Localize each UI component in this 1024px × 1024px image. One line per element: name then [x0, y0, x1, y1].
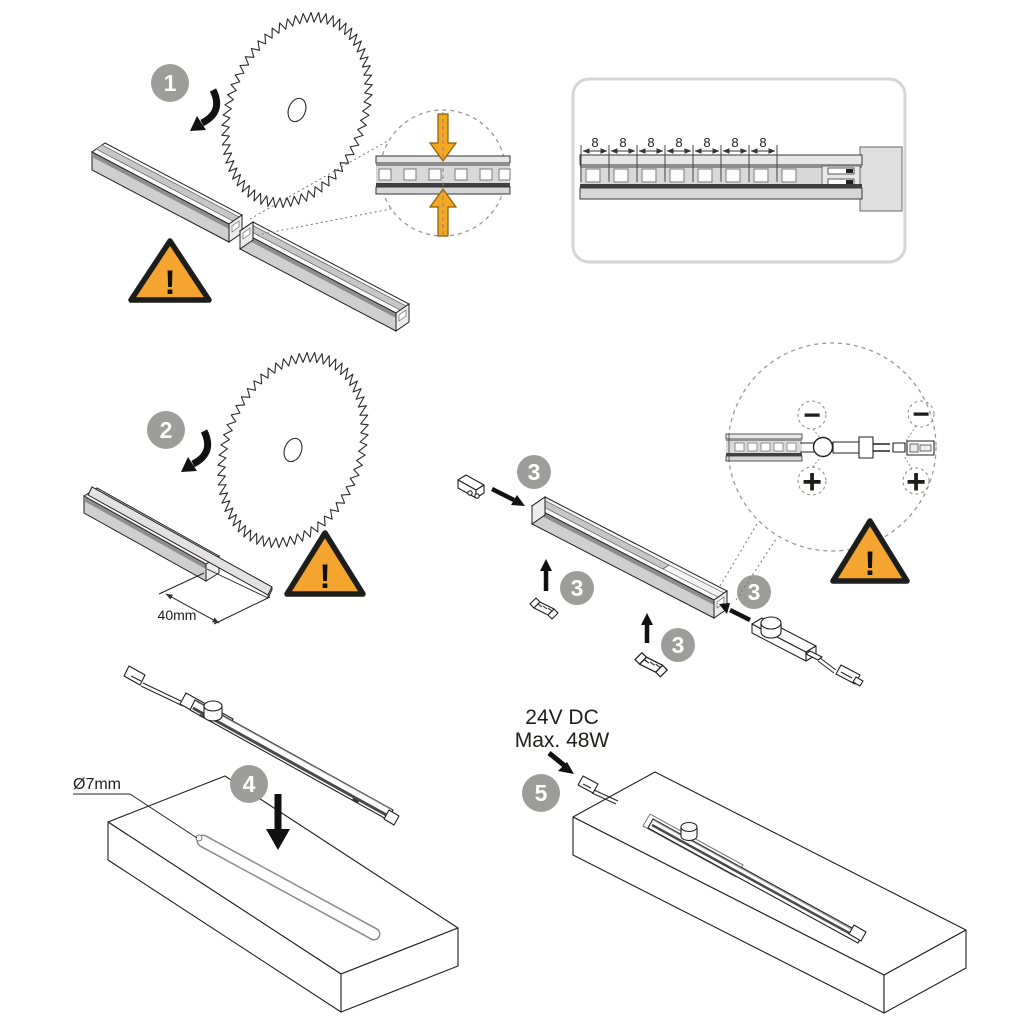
cut-length-label: 40mm — [158, 607, 197, 623]
polarity-minus-label: − — [912, 398, 930, 431]
cut-mark-arrow-down-icon — [428, 113, 458, 163]
pitch-label: 8 — [647, 135, 654, 150]
clip-arrow-icon — [540, 559, 552, 591]
step-4-insert-into-groove: Ø7mm 4 — [73, 665, 459, 1013]
recess-pocket — [642, 813, 744, 878]
polarity-marks: − + − + — [797, 398, 935, 501]
step-5-badge: 5 — [522, 774, 560, 812]
profile-with-diffuser — [83, 486, 273, 599]
step-5-number: 5 — [535, 780, 548, 806]
insert-arrow-icon — [490, 486, 525, 506]
step-3-assembly: 3 3 3 3 — [457, 455, 864, 687]
step-2-badge: 2 — [147, 411, 185, 449]
profile-bar — [531, 496, 728, 619]
power-plug — [577, 775, 619, 805]
detail-leader-line — [251, 207, 397, 237]
pitch-label: 8 — [703, 135, 710, 150]
worktop-panel — [107, 775, 459, 1013]
driver-arrow-icon — [719, 603, 752, 623]
step-3-badge: 3 — [517, 455, 551, 489]
step-2-cut-to-length: 2 40mm ! — [83, 329, 396, 625]
warning-exclamation: ! — [319, 558, 330, 596]
cable-plug — [577, 775, 599, 794]
warning-triangle-icon: ! — [284, 530, 366, 597]
connect-arrow-icon — [547, 751, 574, 774]
saw-blade-icon — [190, 329, 396, 571]
drill-start-hole — [195, 834, 203, 842]
step-1-badge: 1 — [151, 64, 189, 102]
pitch-label: 8 — [759, 135, 766, 150]
power-wattage-label: Max. 48W — [515, 729, 610, 752]
step-2-number: 2 — [160, 417, 173, 443]
led-chips — [378, 168, 511, 181]
warning-exclamation: ! — [164, 264, 175, 302]
step-3-number: 3 — [528, 459, 541, 485]
step-3-badge: 3 — [661, 628, 695, 662]
end-cap-part — [457, 474, 485, 499]
pitch-dimension-ticks — [580, 145, 778, 182]
step-3-number: 3 — [571, 575, 584, 601]
strip-connector-contacts — [821, 165, 861, 187]
step-1-number: 1 — [164, 70, 177, 96]
detail-leader-line — [719, 523, 758, 587]
worktop-panel-installed — [572, 771, 967, 1014]
step-3-badge: 3 — [737, 575, 771, 609]
step-5-connect-power: 24V DC Max. 48W 5 — [515, 706, 967, 1014]
clip-arrow-icon — [641, 613, 653, 643]
routed-groove — [198, 836, 379, 939]
saw-blade-icon — [194, 0, 400, 231]
pitch-label: 8 — [731, 135, 738, 150]
rotate-arrow-icon — [190, 90, 217, 131]
pitch-label: 8 — [675, 135, 682, 150]
pitch-label: 8 — [591, 135, 598, 150]
polarity-detail-circle: − + − + ! — [725, 342, 937, 584]
hole-diameter-dimension: Ø7mm — [73, 776, 198, 839]
hole-diameter-label: Ø7mm — [73, 776, 121, 793]
step-4-number: 4 — [243, 771, 256, 797]
dimmer-button-and-plug — [800, 436, 935, 459]
step-3-number: 3 — [748, 579, 761, 605]
detail-leader-line — [249, 138, 392, 220]
mounting-clip — [529, 597, 559, 620]
dimmer-button — [203, 700, 223, 712]
cut-detail-circle — [375, 109, 511, 237]
rotate-arrow-icon — [181, 431, 208, 472]
insert-down-arrow-icon — [266, 794, 290, 850]
warning-triangle-icon: ! — [830, 518, 910, 584]
warning-triangle-icon: ! — [128, 238, 212, 303]
cable-plug — [123, 665, 146, 686]
warning-exclamation: ! — [864, 545, 875, 583]
detail-leader-line — [735, 538, 777, 601]
strip-end-cap — [859, 146, 903, 212]
cable-plug — [892, 442, 906, 453]
pitch-label: 8 — [619, 135, 626, 150]
polarity-plus-label: + — [802, 463, 822, 501]
assembled-light-bar — [123, 665, 400, 826]
strip-section — [725, 433, 803, 462]
profile-piece-a — [91, 142, 243, 243]
dimmer-connector-part — [751, 616, 864, 687]
pitch-labels: 8 8 8 8 8 8 8 — [591, 135, 766, 150]
step-1-cut-profile: 1 ! — [91, 0, 410, 332]
mounting-clip — [634, 652, 668, 678]
led-pitch-panel: 8 8 8 8 8 8 8 — [571, 77, 907, 264]
step-3-badge: 3 — [560, 571, 594, 605]
dimmer-button — [680, 821, 698, 833]
dimmer-button — [812, 436, 834, 458]
led-chips — [585, 168, 797, 183]
step-3-number: 3 — [672, 632, 685, 658]
power-voltage-label: 24V DC — [525, 706, 599, 729]
cut-length-dimension: 40mm — [158, 572, 271, 625]
polarity-minus-label: − — [803, 399, 821, 432]
step-4-badge: 4 — [230, 765, 268, 803]
polarity-plus-label: + — [906, 463, 926, 501]
profile-piece-b — [239, 221, 410, 332]
